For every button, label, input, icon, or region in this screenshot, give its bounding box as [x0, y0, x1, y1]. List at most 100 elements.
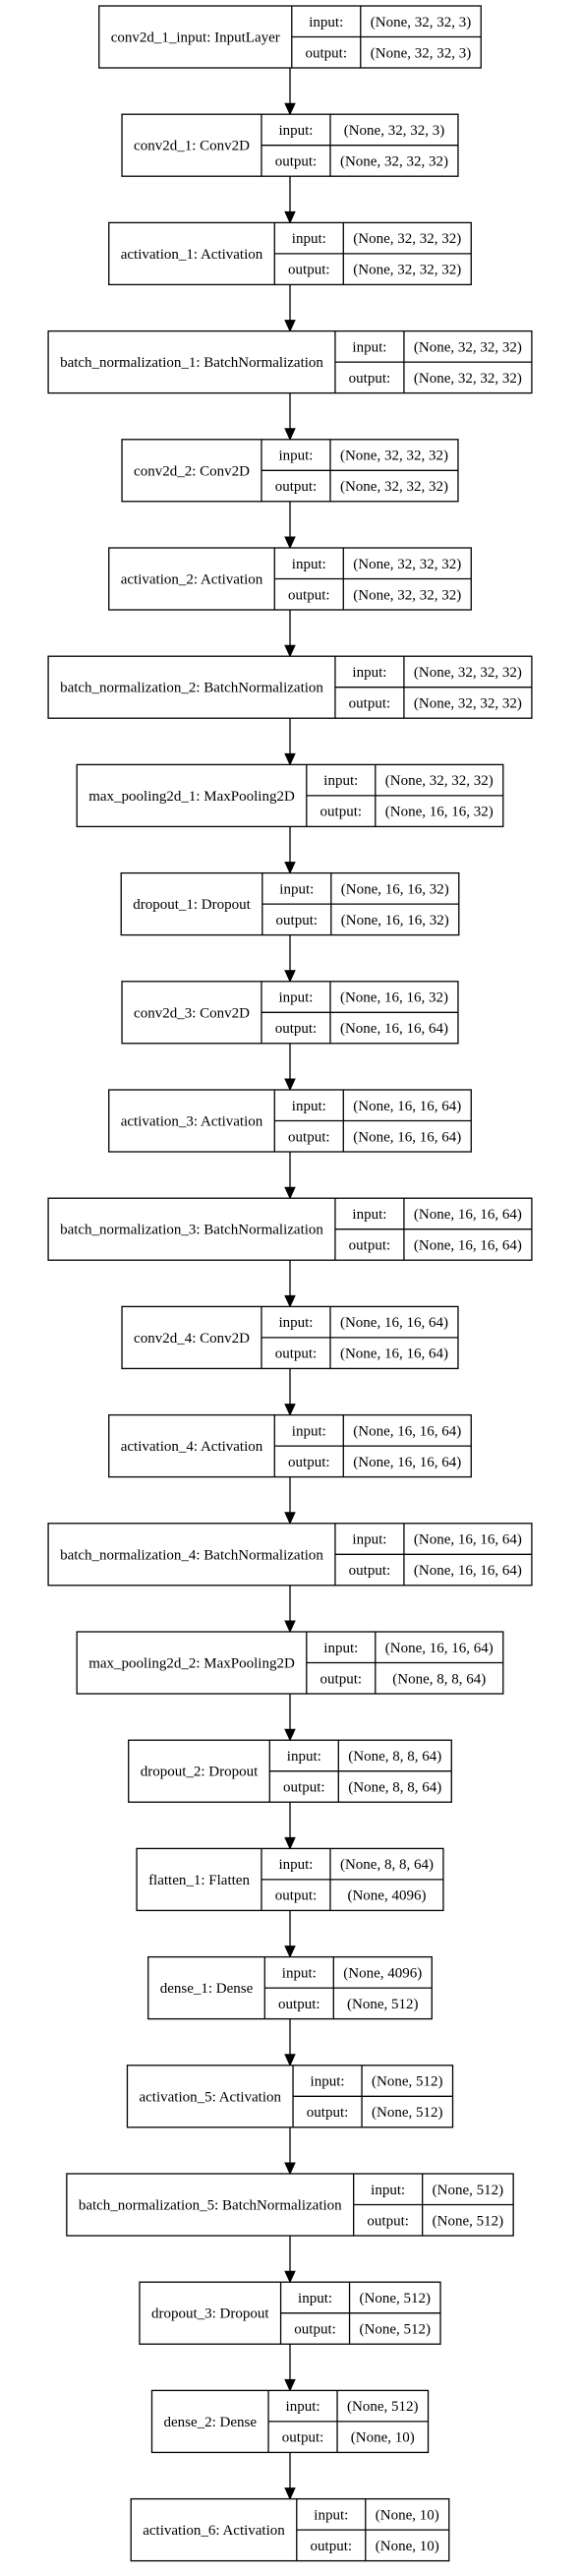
- output-shape: (None, 32, 32, 32): [414, 371, 522, 387]
- input-key: input:: [323, 773, 358, 789]
- layer-name: activation_6: Activation: [143, 2523, 285, 2539]
- output-key: output:: [275, 1347, 318, 1362]
- layer-node: activation_5: Activationinput:output:(No…: [126, 2065, 454, 2128]
- output-key: output:: [349, 371, 391, 387]
- layer-node: activation_2: Activationinput:output:(No…: [108, 547, 472, 611]
- layer-node: max_pooling2d_1: MaxPooling2Dinput:outpu…: [76, 763, 504, 828]
- layer-name: batch_normalization_1: BatchNormalizatio…: [60, 355, 323, 371]
- output-shape: (None, 16, 16, 32): [385, 805, 494, 820]
- arrow-head: [284, 1294, 296, 1308]
- input-key: input:: [278, 990, 313, 1006]
- layer-name: batch_normalization_4: BatchNormalizatio…: [60, 1547, 323, 1563]
- edge-arrow: [284, 176, 296, 224]
- layer-name: conv2d_1_input: InputLayer: [111, 30, 280, 46]
- input-shape: (None, 8, 8, 64): [340, 1857, 434, 1873]
- input-shape: (None, 32, 32, 32): [340, 449, 448, 464]
- arrow-head: [284, 1186, 296, 1200]
- input-key: input:: [278, 1857, 313, 1873]
- input-shape: (None, 10): [376, 2507, 439, 2523]
- layer-name: max_pooling2d_2: MaxPooling2D: [88, 1656, 295, 1672]
- output-key: output:: [275, 1888, 318, 1904]
- output-key: output:: [276, 913, 319, 929]
- output-shape: (None, 16, 16, 32): [341, 913, 449, 929]
- arrow-head: [284, 320, 296, 332]
- input-key: input:: [282, 1965, 317, 1981]
- edge-arrow: [284, 2452, 296, 2500]
- edge-arrow: [284, 1152, 296, 1200]
- output-shape: (None, 16, 16, 64): [353, 1455, 461, 1470]
- output-shape: (None, 512): [433, 2213, 503, 2229]
- layer-node: activation_3: Activationinput:output:(No…: [108, 1089, 472, 1153]
- input-shape: (None, 4096): [343, 1965, 422, 1981]
- output-key: output:: [367, 2213, 409, 2229]
- output-key: output:: [278, 1997, 320, 2012]
- output-shape: (None, 16, 16, 64): [414, 1563, 522, 1579]
- edge-arrow: [284, 1043, 296, 1092]
- edge-arrow: [284, 1802, 296, 1850]
- layer-name: activation_2: Activation: [121, 572, 263, 588]
- output-key: output:: [288, 1129, 330, 1145]
- layer-name: activation_1: Activation: [121, 247, 263, 263]
- layer-node: batch_normalization_3: BatchNormalizatio…: [47, 1197, 533, 1261]
- output-key: output:: [288, 1455, 330, 1470]
- output-shape: (None, 512): [372, 2105, 442, 2121]
- output-shape: (None, 32, 32, 32): [353, 263, 461, 278]
- output-key: output:: [288, 587, 330, 603]
- output-key: output:: [349, 1563, 391, 1579]
- output-key: output:: [275, 1021, 318, 1037]
- output-shape: (None, 16, 16, 64): [353, 1129, 461, 1145]
- input-shape: (None, 8, 8, 64): [348, 1749, 441, 1765]
- layer-name: conv2d_1: Conv2D: [134, 139, 250, 154]
- output-shape: (None, 10): [351, 2430, 415, 2446]
- input-shape: (None, 32, 32, 3): [344, 123, 444, 139]
- layer-name: dense_2: Dense: [163, 2415, 257, 2430]
- layer-name: dropout_2: Dropout: [141, 1765, 259, 1780]
- arrow-head: [284, 2162, 296, 2176]
- output-shape: (None, 32, 32, 32): [340, 479, 448, 495]
- input-shape: (None, 16, 16, 64): [414, 1532, 522, 1548]
- input-shape: (None, 32, 32, 32): [414, 665, 522, 681]
- layer-node: batch_normalization_1: BatchNormalizatio…: [47, 329, 533, 394]
- edge-arrow: [284, 2344, 296, 2392]
- output-key: output:: [307, 2105, 349, 2121]
- layer-name: activation_3: Activation: [121, 1114, 263, 1130]
- input-shape: (None, 512): [372, 2074, 442, 2090]
- input-shape: (None, 32, 32, 32): [353, 557, 461, 572]
- layer-name: batch_normalization_5: BatchNormalizatio…: [79, 2198, 342, 2214]
- input-shape: (None, 16, 16, 64): [353, 1099, 461, 1114]
- arrow-head: [284, 2054, 296, 2067]
- output-key: output:: [275, 153, 318, 169]
- input-shape: (None, 16, 16, 64): [414, 1207, 522, 1223]
- input-key: input:: [323, 1641, 358, 1656]
- arrow-head: [284, 1728, 296, 1742]
- arrow-head: [284, 2270, 296, 2284]
- input-shape: (None, 32, 32, 3): [371, 15, 471, 30]
- output-key: output:: [349, 695, 391, 711]
- input-shape: (None, 16, 16, 32): [341, 881, 449, 897]
- output-shape: (None, 32, 32, 32): [414, 695, 522, 711]
- edge-arrow: [284, 610, 296, 658]
- layer-node: conv2d_1_input: InputLayer input: output: (…: [98, 5, 482, 69]
- edge-arrow: [284, 68, 296, 116]
- arrow-head: [284, 644, 296, 658]
- output-key: output:: [306, 45, 348, 61]
- input-key: input:: [352, 339, 386, 355]
- input-key: input:: [279, 881, 314, 897]
- input-key: input:: [292, 231, 326, 247]
- edge-arrow: [284, 2127, 296, 2176]
- input-key: input:: [278, 449, 313, 464]
- input-shape: (None, 16, 16, 32): [340, 990, 448, 1006]
- layer-name: conv2d_2: Conv2D: [134, 463, 250, 479]
- edge-arrow: [284, 284, 296, 332]
- layer-name: dense_1: Dense: [160, 1981, 254, 1997]
- edge-arrow: [284, 1476, 296, 1526]
- input-key: input:: [309, 15, 343, 30]
- edges: [284, 68, 296, 2500]
- output-shape: (None, 512): [360, 2321, 431, 2337]
- output-shape: (None, 16, 16, 64): [340, 1347, 448, 1362]
- output-key: output:: [275, 479, 318, 495]
